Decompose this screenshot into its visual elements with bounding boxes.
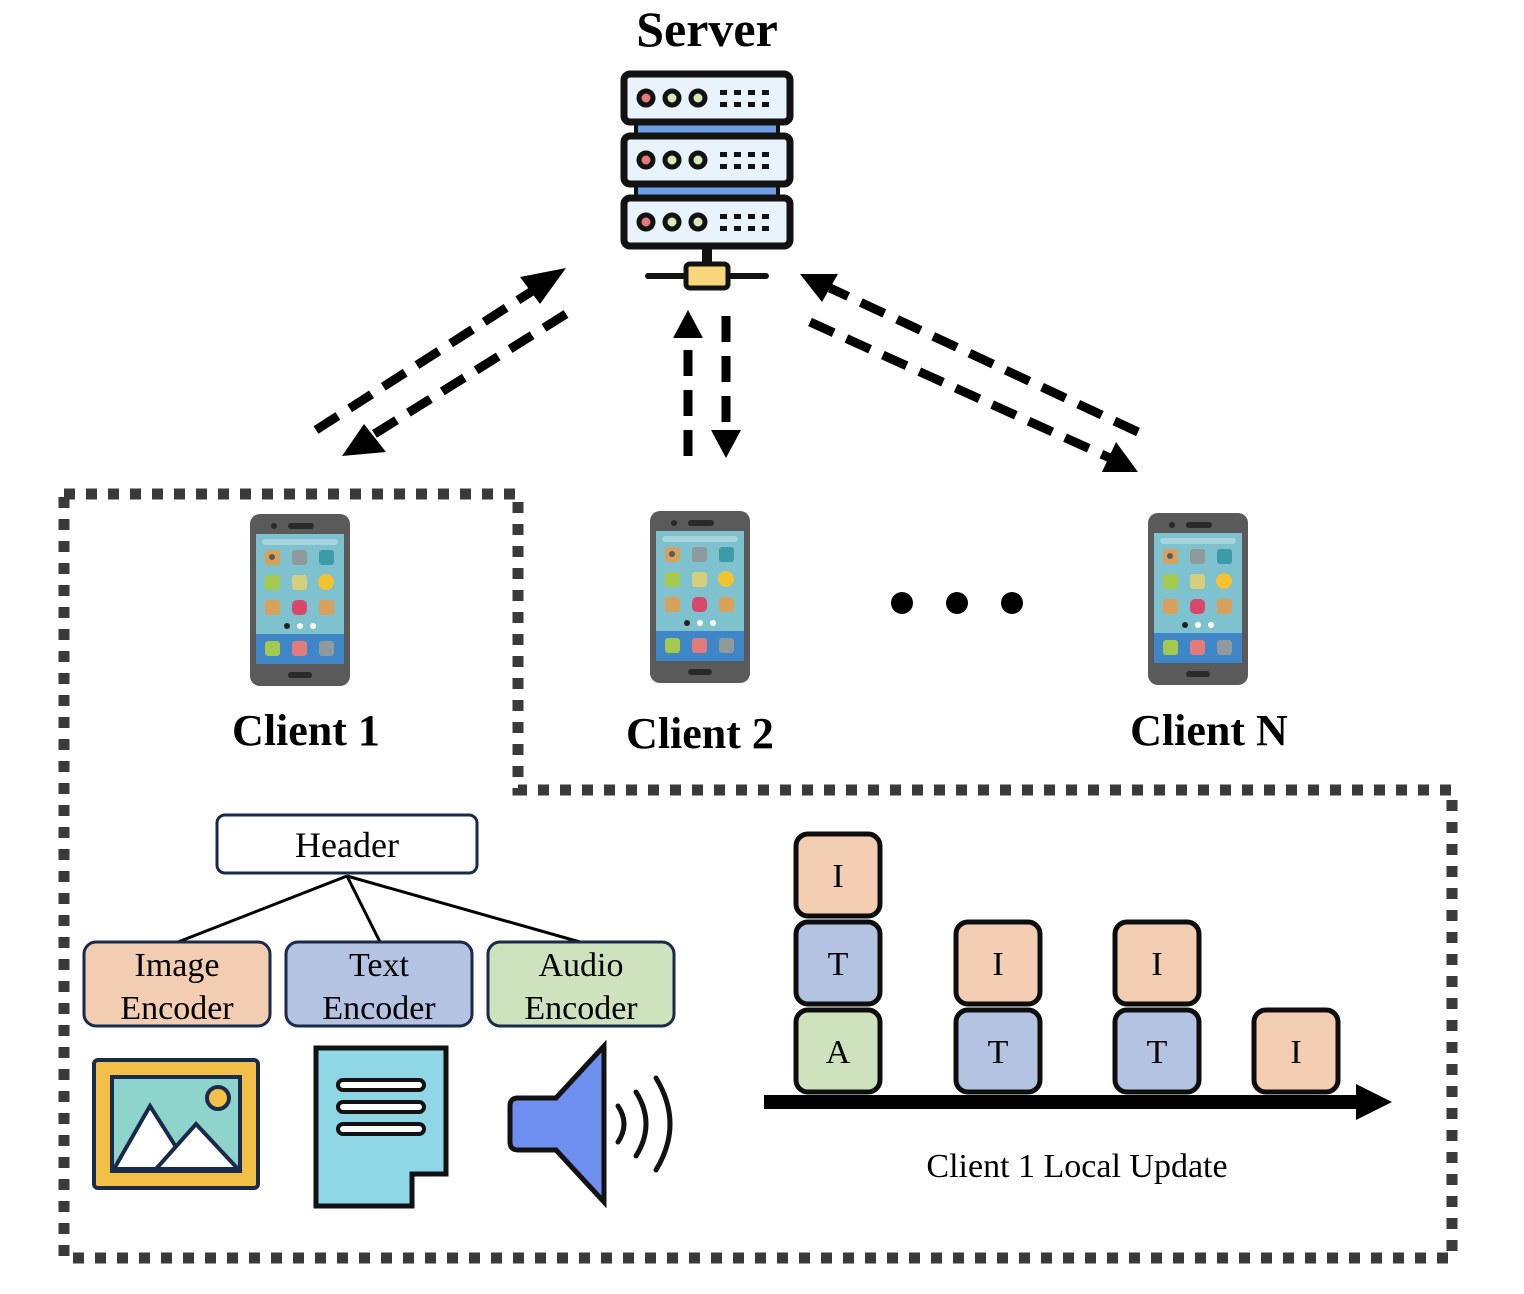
- text-encoder-line2: Encoder: [322, 990, 436, 1027]
- local-update-caption: Client 1 Local Update: [926, 1148, 1227, 1185]
- audio-encoder-line1: Audio: [539, 947, 624, 984]
- update-block-label: T: [828, 946, 849, 983]
- update-block-label: I: [1151, 946, 1162, 983]
- text-document-icon: [313, 1045, 449, 1209]
- image-encoder-line2: Encoder: [120, 990, 234, 1027]
- audio-encoder-box: Audio Encoder: [486, 940, 676, 1028]
- header-box: [215, 813, 479, 875]
- smartphone-icon: [250, 514, 350, 686]
- audio-encoder-line2: Encoder: [524, 990, 638, 1027]
- server-rack-icon: [624, 74, 790, 291]
- upload-arrow-client-1: [313, 282, 543, 434]
- update-block-T: [953, 1007, 1043, 1095]
- model-tree-connectors: [177, 874, 581, 944]
- upload-arrow-client-n: [828, 283, 1140, 437]
- client-1-label: Client 1: [232, 706, 380, 755]
- text-encoder-line1: Text: [349, 947, 409, 984]
- client-2-label: Client 2: [626, 709, 774, 758]
- smartphone-icon: [1148, 513, 1248, 685]
- smartphone-icon: [650, 511, 750, 683]
- arrowheads: [342, 268, 1138, 472]
- update-block-T: [793, 919, 883, 1007]
- server-title: Server: [636, 1, 778, 57]
- update-block-label: I: [832, 858, 843, 895]
- ellipsis-dots-icon: [891, 592, 1023, 614]
- download-arrow-client-n: [808, 317, 1112, 463]
- update-block-label: T: [988, 1034, 1009, 1071]
- image-file-icon: [92, 1058, 260, 1190]
- image-encoder-box: Image Encoder: [82, 940, 272, 1028]
- image-encoder-line1: Image: [135, 947, 220, 984]
- update-block-I: [1112, 919, 1202, 1007]
- text-encoder-box: Text Encoder: [284, 940, 474, 1028]
- local-update-stacks: I T A I T I T I: [793, 831, 1341, 1095]
- timeline-arrow: [764, 1084, 1392, 1120]
- update-block-I: [953, 919, 1043, 1007]
- update-block-T: [1112, 1007, 1202, 1095]
- update-block-label: T: [1147, 1034, 1168, 1071]
- update-block-I: [793, 831, 883, 919]
- speaker-audio-icon: [507, 1039, 673, 1209]
- update-block-label: I: [992, 946, 1003, 983]
- update-block-I: [1251, 1007, 1341, 1095]
- communication-arrows: [313, 282, 1140, 463]
- update-block-label: I: [1290, 1034, 1301, 1071]
- update-block-label: A: [826, 1034, 851, 1071]
- update-block-A: [793, 1007, 883, 1095]
- client-n-label: Client N: [1130, 706, 1288, 755]
- header-label: Header: [295, 825, 399, 865]
